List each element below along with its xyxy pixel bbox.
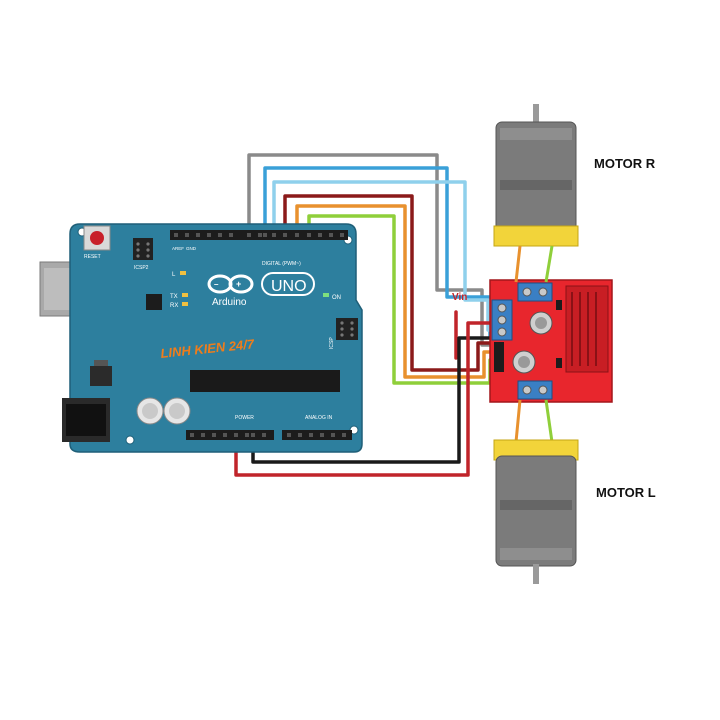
motor-left: MOTOR L xyxy=(493,399,656,584)
analog-pins xyxy=(287,433,346,437)
analog-label: ANALOG IN xyxy=(305,415,333,421)
l-led-label: L xyxy=(172,272,176,278)
on-led xyxy=(323,293,329,297)
vin-label: Vin xyxy=(452,292,467,303)
arduino-logo: – + UNO Arduino xyxy=(207,272,315,308)
motor-r-wire-2 xyxy=(544,245,554,283)
icsp-header xyxy=(336,318,358,340)
icsp2-header xyxy=(133,238,153,260)
rx-led xyxy=(182,302,188,306)
voltage-regulator xyxy=(90,366,112,386)
motor-right: MOTOR R xyxy=(493,104,656,283)
rx-label: RX xyxy=(170,303,178,309)
reset-label: RESET xyxy=(84,254,101,260)
l298n-driver-board: Vin xyxy=(452,279,613,403)
input-header xyxy=(494,342,504,372)
wire-darkred xyxy=(283,194,500,372)
arduino-logo-text: Arduino xyxy=(212,297,247,308)
motor-r-cap xyxy=(493,225,579,247)
board-body xyxy=(69,223,363,453)
motor-r-label: MOTOR R xyxy=(594,156,656,171)
l-led xyxy=(180,271,186,275)
gnd-label: GND xyxy=(186,246,197,251)
usb-chip xyxy=(146,294,162,310)
on-label: ON xyxy=(332,295,341,301)
digital-label: DIGITAL (PWM~) xyxy=(262,261,301,267)
power-label: POWER xyxy=(235,415,254,421)
atmega-chip xyxy=(190,370,340,392)
tx-led xyxy=(182,293,188,297)
uno-logo-text: UNO xyxy=(271,278,307,295)
svg-text:+: + xyxy=(236,279,241,289)
aref-label: AREF xyxy=(172,246,184,251)
power-pins xyxy=(190,433,266,437)
motor-l-wire-2 xyxy=(544,399,554,443)
terminal-motor-l xyxy=(517,380,553,400)
motor-l-label: MOTOR L xyxy=(596,485,656,500)
motor-r-wire-1 xyxy=(514,245,522,283)
svg-text:–: – xyxy=(214,280,219,289)
motor-l-shaft xyxy=(533,564,539,584)
motor-l-wire-1 xyxy=(514,399,522,443)
wire-5v-red xyxy=(234,321,500,477)
tx-label: TX xyxy=(170,294,178,300)
wire-orange xyxy=(295,204,500,379)
wire-lightblue xyxy=(272,180,500,332)
digital-pins xyxy=(174,233,344,237)
wire-gnd-black xyxy=(251,336,500,464)
wires xyxy=(234,153,500,477)
arduino-uno-board: RESET ICSP2 AREF GND DIGITAL (PWM~) L TX… xyxy=(39,223,363,453)
analog-header xyxy=(282,430,352,440)
icsp-label: ICSP xyxy=(329,337,335,349)
wire-gray xyxy=(247,153,500,347)
motor-r-shaft xyxy=(533,104,539,124)
terminal-motor-r xyxy=(517,282,553,302)
icsp2-label: ICSP2 xyxy=(134,265,149,271)
power-header xyxy=(186,430,274,440)
